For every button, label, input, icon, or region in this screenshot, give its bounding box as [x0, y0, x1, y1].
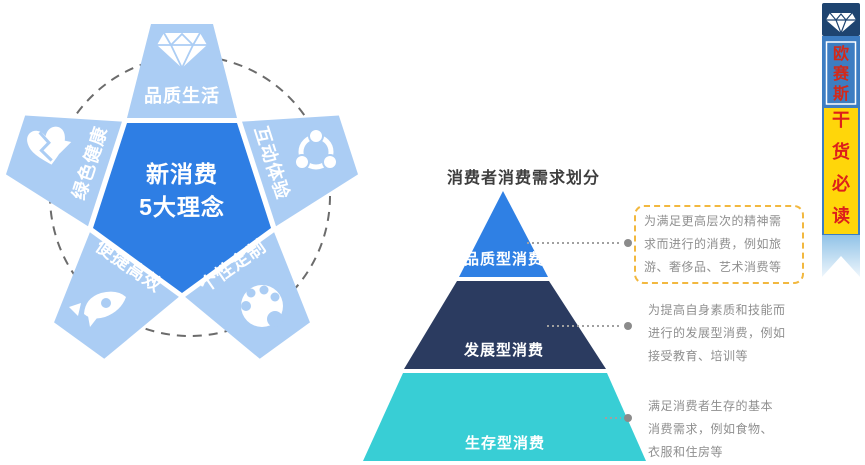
ribbon-brand-frame	[825, 41, 857, 105]
share-circle-icon	[294, 128, 338, 170]
brand-tagline: 干 货 必 读	[832, 110, 850, 226]
petal-label-quality-life: 品质生活	[144, 86, 220, 106]
ribbon-tail	[822, 233, 860, 277]
pyramid-level-development	[404, 281, 606, 369]
palette-icon	[241, 285, 283, 327]
petal-top-shape	[127, 24, 237, 118]
diamond-icon	[157, 32, 207, 69]
annotation-survival: 满足消费者生存的基本 消费需求，例如食物、 衣服和住房等	[648, 399, 774, 459]
pentagon-title: 新消费 5大理念	[139, 161, 225, 220]
heart-icon	[27, 126, 72, 165]
pyramid-label-quality: 品质型消费	[463, 251, 544, 268]
pyramid-level-quality	[459, 191, 548, 277]
brand-name: 欧 赛 斯	[832, 46, 849, 103]
brand-ribbon	[822, 3, 860, 277]
annotation-quality: 为满足更高层次的精神需 求而进行的消费，例如旅 游、奢侈品、艺术消费等	[634, 205, 804, 284]
annotation-development: 为提高自身素质和技能而 进行的发展型消费，例如 接受教育、培训等	[648, 303, 786, 363]
pyramid-title: 消费者消费需求划分	[447, 170, 601, 187]
pyramid-level-survival	[363, 373, 646, 461]
ribbon-yellow-panel	[824, 108, 858, 234]
leader-bullet-2	[624, 322, 632, 330]
leader-bullet-3	[624, 414, 632, 422]
rocket-icon	[69, 291, 126, 327]
leader-bullet-1	[624, 239, 632, 247]
pentagon-shape	[93, 123, 271, 293]
pyramid-label-development: 发展型消费	[463, 342, 544, 359]
pyramid-label-survival: 生存型消费	[464, 435, 545, 452]
brand-diamond-icon	[826, 12, 856, 34]
